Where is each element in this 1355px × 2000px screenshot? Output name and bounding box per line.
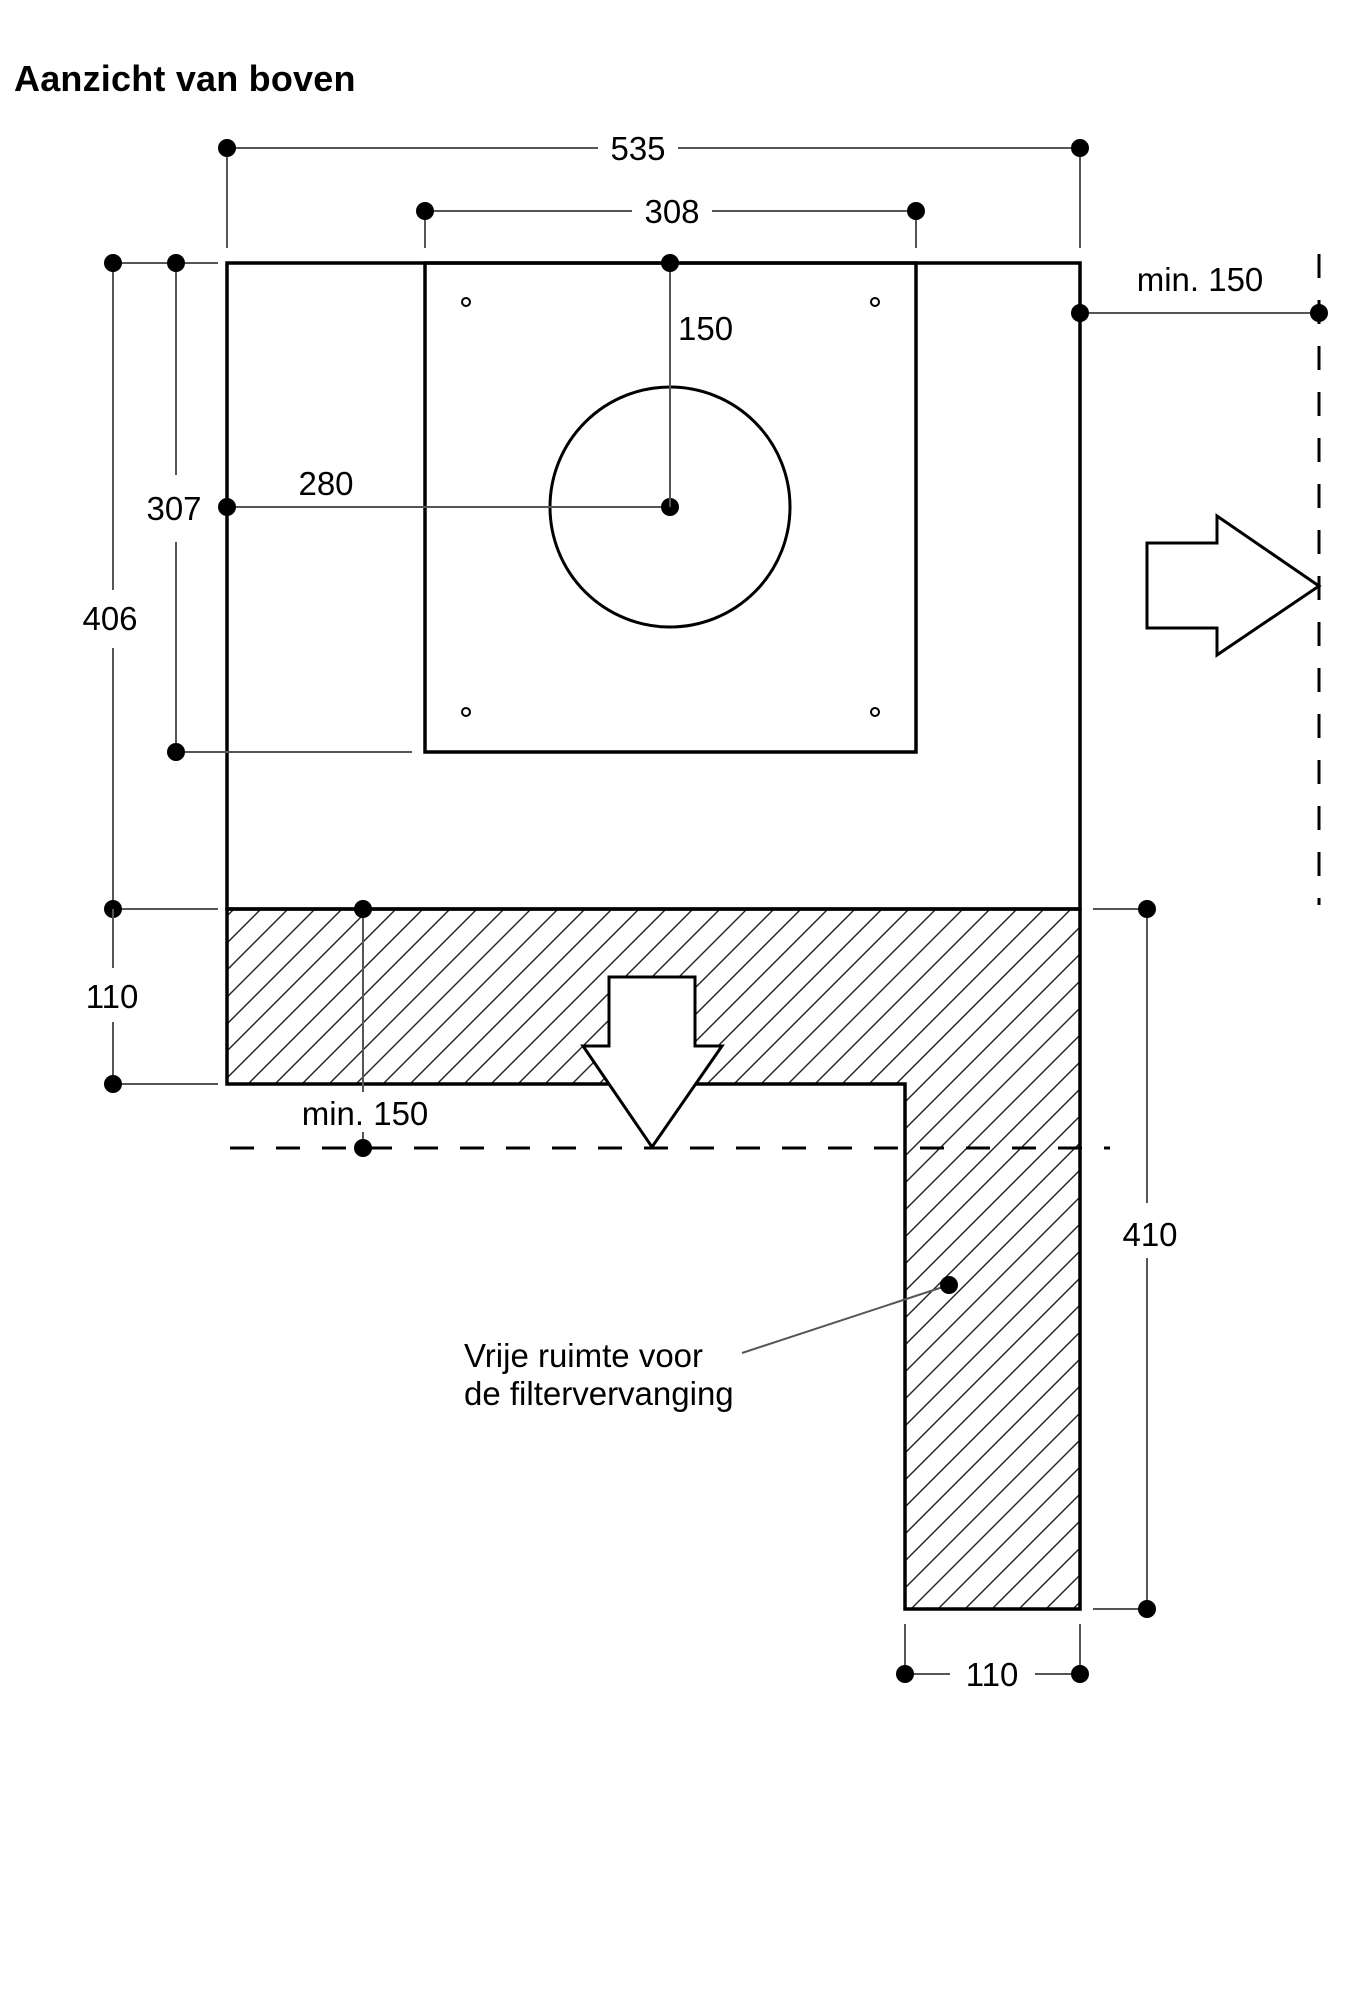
hatch-line — [227, 909, 506, 1609]
hatch-line — [227, 909, 317, 1609]
hatch-line — [819, 909, 1080, 1609]
hatch-line — [227, 909, 614, 1609]
dim-front-clearance: min. 150 — [302, 900, 429, 1157]
annotation-line-1: Vrije ruimte voor — [464, 1337, 703, 1374]
hatch-line — [684, 909, 1080, 1609]
dim-label-110-bottom: 110 — [966, 1656, 1019, 1693]
dim-side-strip-width: 110 — [896, 1624, 1089, 1693]
screw-hole — [461, 707, 471, 717]
hatch-line — [227, 909, 1080, 1609]
hatch-line — [657, 909, 1080, 1609]
hatch-line — [414, 909, 1080, 1609]
hatch-line — [227, 909, 857, 1609]
dim-label-side-min-150: min. 150 — [1137, 261, 1264, 298]
dim-side-strip-length: 410 — [1093, 900, 1178, 1618]
hatch-line — [603, 909, 1080, 1609]
hatch-line — [792, 909, 1080, 1609]
hatch-line — [227, 909, 425, 1609]
hatch-line — [873, 909, 1080, 1609]
page-title: Aanzicht van boven — [14, 58, 356, 99]
hatch-line — [227, 909, 776, 1609]
hatch-line — [227, 909, 560, 1609]
screw-hole — [461, 297, 471, 307]
hatch-line — [227, 909, 884, 1609]
dim-label-410: 410 — [1122, 1216, 1177, 1253]
hatch-line — [279, 909, 1080, 1609]
arrow-right-icon — [1145, 513, 1322, 658]
hatch-line — [227, 909, 1046, 1609]
hatch-line — [468, 909, 1080, 1609]
dim-side-clearance: min. 150 — [1071, 261, 1328, 322]
hatch-line — [227, 909, 695, 1609]
dim-plate-depth: 307 — [146, 254, 412, 761]
hatch-line — [765, 909, 1080, 1609]
hatch-line — [227, 909, 1019, 1609]
hatch-line — [333, 909, 1080, 1609]
hatch-line — [227, 909, 1073, 1609]
hatch-line — [227, 909, 479, 1609]
unit-outline — [225, 261, 1082, 911]
hatch-line — [227, 909, 911, 1609]
hatch-line — [522, 909, 1080, 1609]
hatch-line — [846, 909, 1080, 1609]
hatch-line — [711, 909, 1080, 1609]
filter-clearance-annotation: Vrije ruimte voor de filtervervanging — [464, 1276, 958, 1412]
dim-label-308: 308 — [644, 193, 699, 230]
screw-hole — [870, 707, 880, 717]
hatch-line — [495, 909, 1080, 1609]
hatch-line — [227, 909, 1080, 1609]
hatch-line — [227, 909, 587, 1609]
hatch-line — [900, 909, 1080, 1609]
arrow-down-icon — [580, 975, 725, 1150]
dim-outlet-from-left: 280 — [218, 465, 679, 516]
dim-outlet-from-back: 150 — [661, 254, 733, 507]
dim-plate-width: 308 — [416, 193, 925, 248]
dim-label-150: 150 — [678, 310, 733, 347]
annotation-line-2: de filtervervanging — [464, 1375, 734, 1412]
hatch-line — [252, 909, 1080, 1609]
hatch-line — [227, 909, 965, 1609]
hatch-line — [630, 909, 1080, 1609]
hatch-line — [927, 909, 1080, 1609]
dim-label-110-front: 110 — [86, 978, 139, 1015]
hatch-line — [227, 909, 398, 1609]
dim-total-depth: 406 — [82, 254, 218, 918]
hatch-line — [227, 909, 641, 1609]
hatch-line — [227, 909, 344, 1609]
screw-hole — [870, 297, 880, 307]
dim-total-width: 535 — [218, 130, 1089, 248]
hatch-line — [738, 909, 1080, 1609]
dim-label-front-min-150: min. 150 — [302, 1095, 429, 1132]
hatch-line — [227, 909, 371, 1609]
hatch-line — [227, 909, 938, 1609]
hatch-line — [227, 909, 668, 1609]
dim-label-280: 280 — [298, 465, 353, 502]
dim-label-307: 307 — [146, 490, 201, 527]
hatch-line — [549, 909, 1080, 1609]
hatch-line — [441, 909, 1080, 1609]
dim-label-535: 535 — [610, 130, 665, 167]
hatch-line — [227, 909, 452, 1609]
hatch-line — [227, 909, 803, 1609]
hatch-line — [306, 909, 1080, 1609]
hatch-line — [227, 909, 830, 1609]
dim-label-406: 406 — [82, 600, 137, 637]
dim-front-strip-depth: 110 — [86, 909, 218, 1093]
hatch-line — [227, 909, 533, 1609]
